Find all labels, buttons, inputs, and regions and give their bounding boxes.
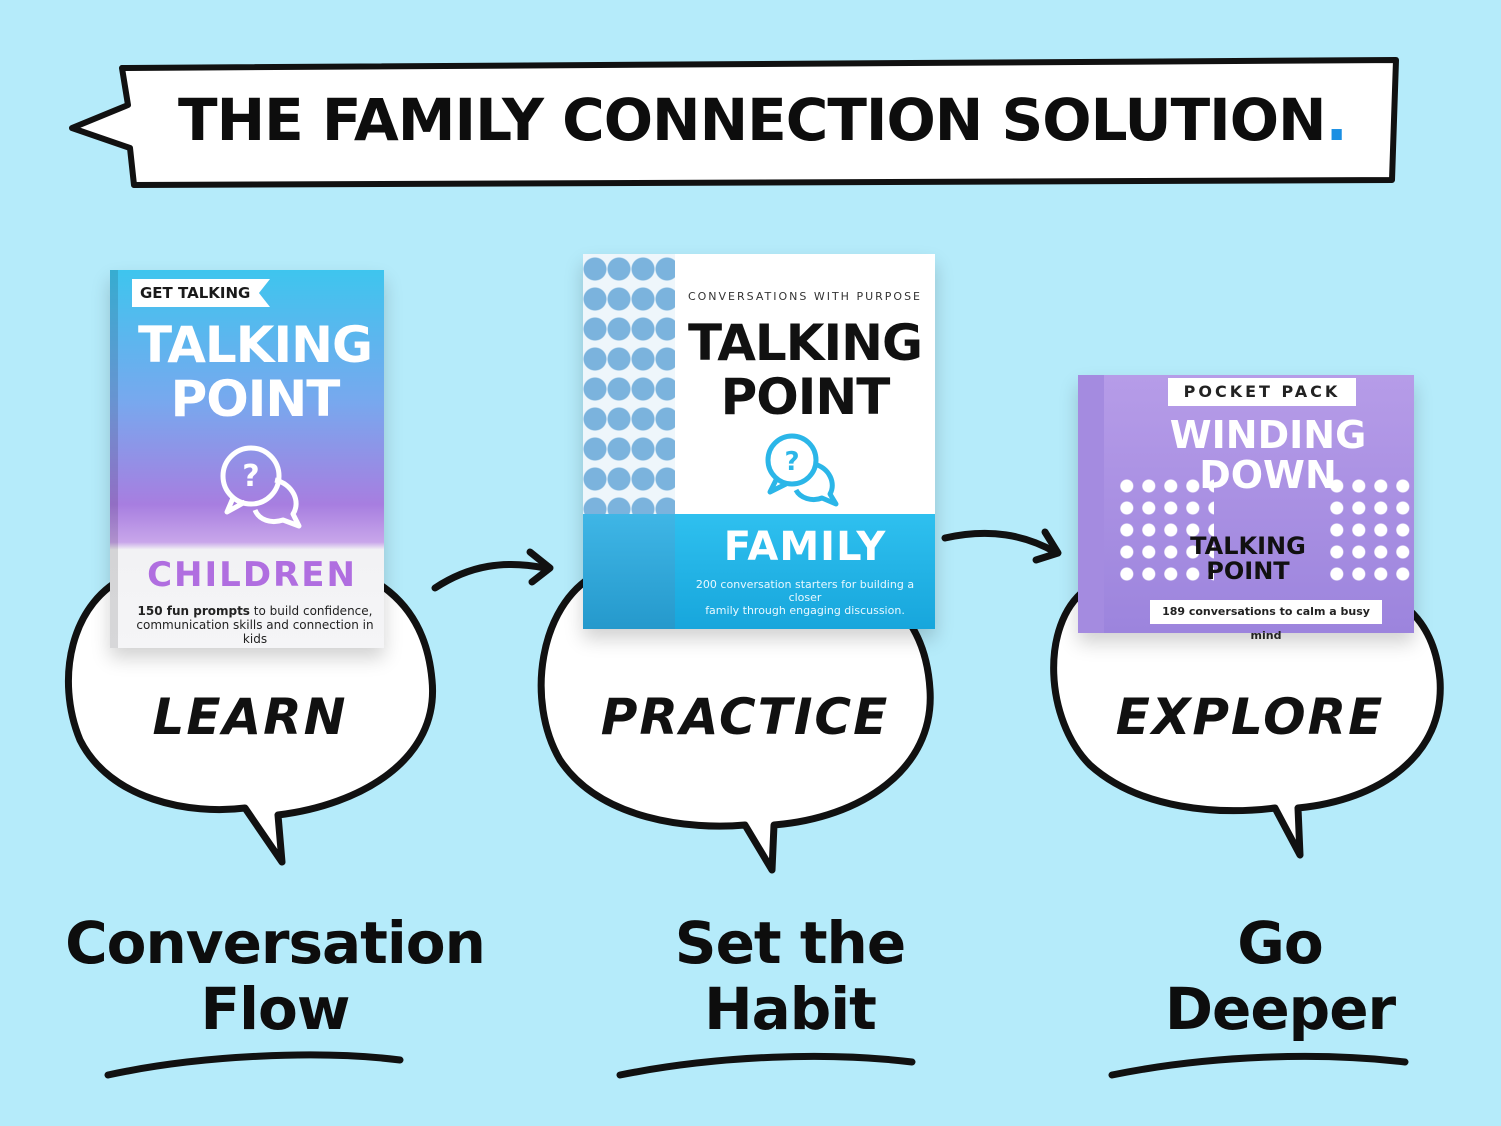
svg-text:?: ? [784, 447, 799, 477]
ribbon-label: GET TALKING [132, 279, 270, 307]
moon-pattern [1118, 475, 1214, 585]
product-name-line: WINDING [1169, 413, 1367, 457]
bubble-label-explore: EXPLORE [1115, 688, 1385, 746]
bubble-practice [537, 571, 934, 874]
bubble-label-learn: LEARN [152, 688, 348, 746]
caption-set-the-habit: Set the Habit [590, 910, 990, 1042]
blurb-text: to build confidence, [253, 604, 373, 618]
box-side [110, 270, 118, 648]
speech-bubble-question-icon: ? [765, 433, 839, 507]
caption-line: Go [1237, 909, 1323, 977]
product-box-winding-down [1078, 375, 1414, 633]
product-blurb: 189 conversations to calm a busy mind [1150, 600, 1382, 642]
blurb-bold: 150 fun prompts [137, 604, 250, 618]
product-tagline: CONVERSATIONS WITH PURPOSE [687, 290, 923, 303]
page-title: THE FAMILY CONNECTION SOLUTION. [178, 86, 1348, 154]
blurb-text: family through engaging discussion. [705, 604, 905, 617]
brand-line: POINT [170, 370, 341, 428]
title-speech-box [69, 57, 1399, 188]
brand-line: TALKING [137, 316, 373, 374]
underline-stroke [616, 1052, 916, 1079]
band-front [675, 514, 935, 629]
product-blurb: 150 fun prompts to build confidence, com… [128, 604, 382, 646]
moon-pattern [1328, 475, 1414, 585]
product-name: FAMILY [723, 524, 887, 570]
svg-text:?: ? [242, 459, 259, 494]
caption-go-deeper: Go Deeper [1080, 910, 1480, 1042]
underline-stroke [1108, 1052, 1409, 1079]
page-title-text: THE FAMILY CONNECTION SOLUTION [178, 86, 1327, 154]
product-name-line: DOWN [1199, 453, 1337, 497]
brand-line: POINT [1206, 557, 1290, 585]
brand-line: POINT [720, 368, 891, 426]
brand-line: TALKING [687, 314, 923, 372]
blurb-text: 200 conversation starters for building a… [695, 578, 915, 604]
caption-line: Deeper [1164, 975, 1396, 1043]
brand-logo: TALKING POINT [1178, 534, 1318, 584]
box-side [1078, 375, 1104, 633]
product-name: CHILDREN [147, 555, 357, 595]
brand-line: TALKING [1190, 532, 1306, 560]
title-accent-dot: . [1325, 86, 1348, 154]
bubble-label-practice: PRACTICE [600, 688, 890, 746]
caption-line: Conversation [65, 909, 486, 977]
speech-bubble-question-icon: ? [220, 445, 302, 529]
arrow-right-icon [941, 528, 1062, 564]
ribbon-label: POCKET PACK [1168, 378, 1356, 406]
blurb-text: communication skills and connection in k… [136, 618, 374, 646]
caption-conversation-flow: Conversation Flow [50, 910, 500, 1042]
band-side [583, 514, 675, 629]
caption-line: Set the [674, 909, 906, 977]
bubble-explore [1050, 586, 1444, 859]
product-name: WINDING DOWN [1150, 415, 1386, 495]
arrow-right-icon [431, 548, 554, 592]
caption-line: Habit [704, 975, 877, 1043]
caption-line: Flow [200, 975, 351, 1043]
product-blurb: 200 conversation starters for building a… [680, 578, 930, 617]
product-box-children [110, 270, 384, 648]
underline-stroke [104, 1051, 404, 1079]
product-box-family [583, 254, 935, 629]
